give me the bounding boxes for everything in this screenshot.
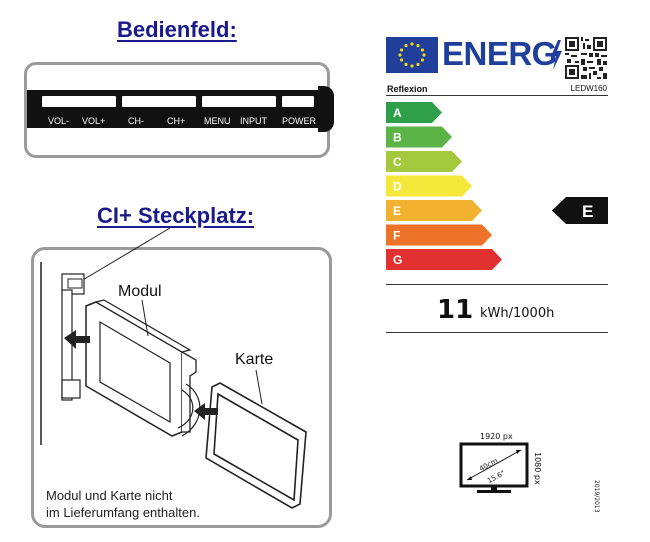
efficiency-bar-f — [386, 224, 492, 246]
ch-button-pair[interactable] — [122, 96, 196, 107]
efficiency-bar-c — [386, 151, 462, 172]
cam-module-top-edge — [94, 299, 192, 353]
label-input: INPUT — [240, 116, 267, 126]
control-panel-edge — [318, 86, 334, 132]
efficiency-letter-f: F — [393, 229, 400, 243]
efficiency-letter-g: G — [393, 253, 402, 267]
regulation-number: 2019/2013 — [593, 480, 600, 513]
insert-card-arrow — [194, 403, 218, 420]
module-label: Modul — [118, 283, 162, 300]
brand-name: Reflexion — [387, 84, 428, 94]
eu-flag-icon — [386, 37, 438, 73]
slot-latch-bottom — [61, 379, 81, 399]
efficiency-letter-d: D — [393, 180, 402, 194]
power-button[interactable] — [282, 96, 314, 107]
insert-module-arrow — [64, 330, 90, 349]
efficiency-letter-a: A — [393, 106, 402, 120]
efficiency-letter-b: B — [393, 131, 402, 145]
ci-insertion-diagram — [40, 227, 307, 509]
model-number: LEDW160 — [570, 84, 607, 93]
current-class-letter: E — [582, 202, 593, 221]
header-divider — [386, 95, 608, 96]
menu-input-button-pair[interactable] — [202, 96, 276, 107]
smart-card-inner — [213, 392, 299, 502]
efficiency-bar-d — [386, 175, 472, 197]
control-panel-title: Bedienfeld: — [117, 17, 237, 42]
label-power: POWER — [282, 116, 317, 126]
lightning-icon — [551, 40, 562, 70]
tv-icon — [459, 442, 529, 493]
efficiency-letter-e: E — [393, 204, 401, 218]
consumption-divider-bottom — [386, 332, 608, 333]
leader-line — [75, 227, 171, 285]
label-vol-plus: VOL+ — [82, 116, 106, 126]
energy-logo-text: ENERG — [442, 35, 557, 72]
resolution-vertical: 1080 px — [533, 452, 542, 485]
efficiency-bar-g — [386, 249, 502, 270]
slot-latch-inner — [67, 278, 83, 289]
ci-note-line-1: Modul und Karte nicht — [46, 488, 173, 503]
label-ch-plus: CH+ — [167, 116, 186, 126]
consumption-unit: kWh/1000h — [480, 306, 555, 321]
ci-slot-title: CI+ Steckplatz: — [97, 203, 255, 228]
cam-module-panel — [99, 320, 171, 424]
qr-code-icon — [565, 37, 607, 79]
label-ch-minus: CH- — [128, 116, 144, 126]
card-label: Karte — [235, 351, 274, 368]
ci-slot-note: Modul und Karte nicht im Lieferumfang en… — [46, 487, 200, 521]
card-pointer — [255, 369, 263, 405]
label-menu: MENU — [204, 116, 231, 126]
vol-button-pair[interactable] — [42, 96, 116, 107]
consumption-value: 11 — [437, 295, 474, 325]
current-class-marker — [552, 197, 608, 224]
module-pointer — [141, 299, 149, 337]
efficiency-bar-b — [386, 126, 452, 148]
efficiency-bar-a — [386, 102, 442, 123]
consumption-divider-top — [386, 284, 608, 285]
efficiency-letter-c: C — [393, 155, 402, 169]
efficiency-bar-e — [386, 200, 482, 221]
resolution-horizontal: 1920 px — [480, 432, 513, 441]
label-vol-minus: VOL- — [48, 116, 70, 126]
ci-note-line-2: im Lieferumfang enthalten. — [46, 505, 200, 520]
